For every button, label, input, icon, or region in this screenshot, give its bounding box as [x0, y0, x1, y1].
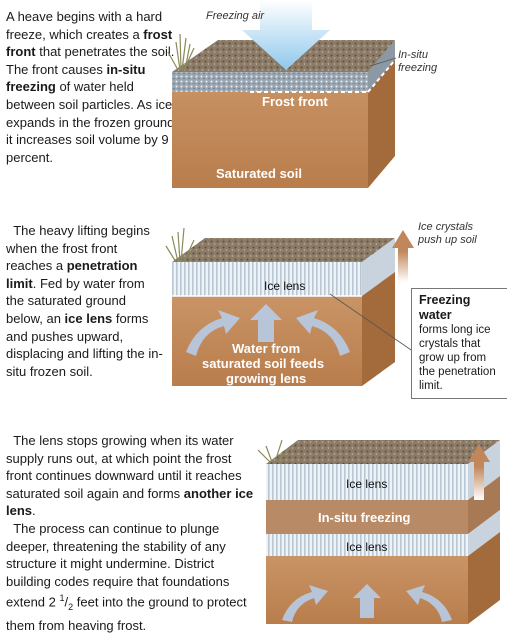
- fraction-numerator: 1: [59, 593, 65, 604]
- push-up-arrow: [392, 230, 414, 282]
- grass-icon: [257, 439, 291, 463]
- water-arrow-1: [186, 310, 240, 356]
- callout-body: forms long ice crystals that grow up fro…: [419, 324, 496, 392]
- label-in-situ-freezing: In-situ freezing: [318, 510, 411, 525]
- stage2-text-a: The heavy lifting begins when the frost …: [6, 223, 150, 274]
- grass-icon: [167, 33, 195, 71]
- stage2-text-b: . Fed by water from the saturated ground…: [6, 275, 145, 326]
- stage3-text-a: The lens stops growing when its water su…: [6, 433, 242, 501]
- label-lower-ice-lens: Ice lens: [346, 540, 387, 554]
- upper-ice-lens: [266, 464, 468, 500]
- push-up-arrow: [468, 444, 490, 500]
- label-freezing-air: Freezing air: [206, 10, 265, 22]
- ice-crystal-layer: [172, 262, 362, 296]
- label-water-from: Water from: [232, 341, 300, 356]
- stage3-soil-block: [266, 440, 500, 624]
- grass-icon: [165, 227, 195, 263]
- stage1-text-c: of water held between soil particles. As…: [6, 79, 179, 165]
- label-frost-front: Frost front: [262, 94, 328, 109]
- fraction-denominator: 2: [68, 602, 74, 613]
- stage2-description: The heavy lifting begins when the frost …: [6, 222, 164, 380]
- term-frost-front: frost front: [6, 26, 173, 60]
- label-freezing: freezing: [398, 62, 438, 74]
- water-arrow-1: [282, 585, 328, 622]
- water-arrow-2: [353, 584, 381, 618]
- label-ice-crystals: Ice crystals: [418, 221, 474, 233]
- label-growing-lens: growing lens: [226, 371, 306, 386]
- stage3-text-d: feet into the ground to protect them fro…: [6, 594, 247, 633]
- freezing-air-arrow: [242, 0, 330, 70]
- stage3-text-b: .: [32, 503, 36, 519]
- lower-ice-lens: [266, 534, 468, 556]
- stage1-soil-block: [172, 40, 396, 188]
- callout-title: Freezing water: [419, 293, 471, 322]
- label-ice-lens: Ice lens: [264, 279, 305, 293]
- label-in-situ: In-situ: [398, 49, 428, 61]
- term-in-situ-freezing: in-situ freezing: [6, 61, 146, 95]
- stage1-text-a: A heave begins with a hard freeze, which…: [6, 9, 163, 42]
- water-arrow-2: [250, 304, 282, 342]
- in-situ-frozen-band: [266, 500, 468, 534]
- in-situ-pointer: [369, 57, 397, 67]
- term-another-ice-lens: another ice lens: [6, 485, 254, 519]
- stage3-text-c: The process can continue to plunge deepe…: [6, 520, 230, 610]
- stage1-description: A heave begins with a hard freeze, which…: [6, 8, 184, 166]
- term-ice-lens: ice lens: [64, 310, 113, 326]
- callout-pointer: [329, 293, 415, 353]
- stage2-text-c: forms and pushes upward, displacing and …: [6, 310, 163, 379]
- water-arrow-3: [296, 310, 350, 356]
- label-saturated-soil-feeds: saturated soil feeds: [202, 356, 324, 371]
- label-push-up-soil: push up soil: [417, 234, 477, 246]
- label-saturated-soil: Saturated soil: [216, 166, 302, 181]
- term-penetration-limit: penetration limit: [6, 258, 138, 291]
- label-upper-ice-lens: Ice lens: [346, 477, 387, 491]
- stage2-soil-block: [172, 238, 395, 386]
- frozen-layer: [172, 72, 368, 92]
- water-arrow-3: [406, 585, 452, 622]
- stage1-text-b: that penetrates the soil. The front caus…: [6, 44, 175, 77]
- stage3-description: The lens stops growing when its water su…: [6, 433, 254, 633]
